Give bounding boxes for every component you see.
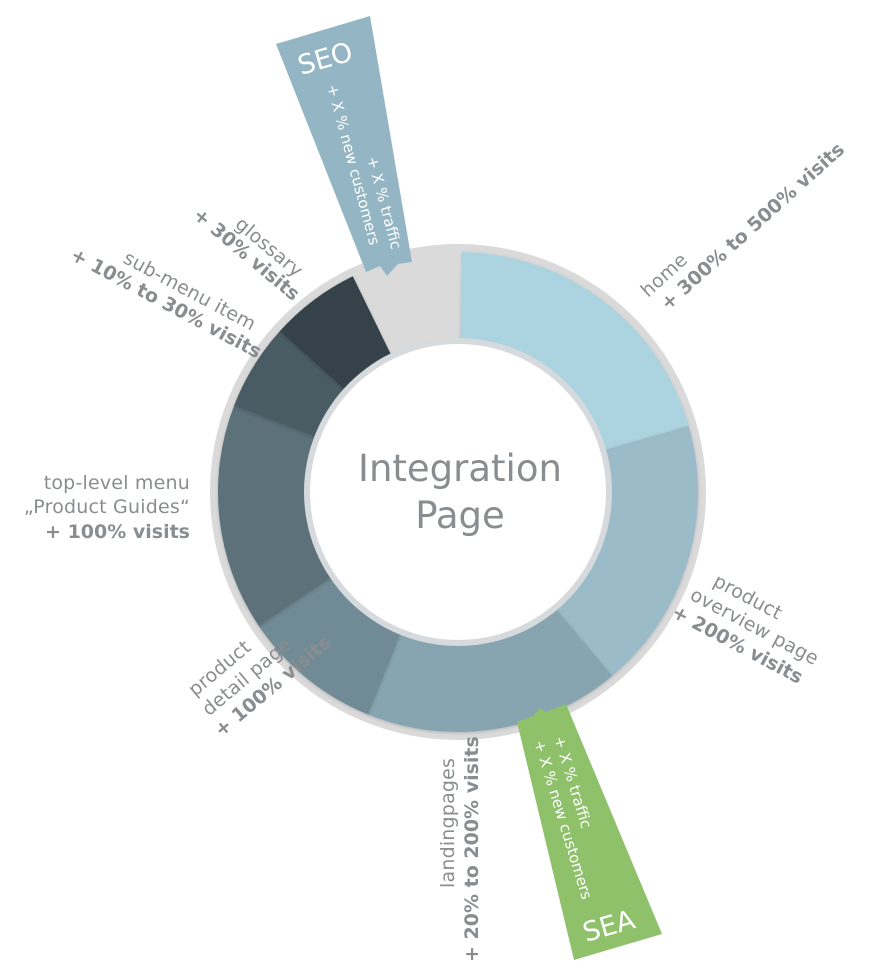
segment-home [460,252,689,451]
label-top-level-line1: top-level menu [44,472,190,494]
inner-disc [310,344,606,640]
label-product-overview: product overview page + 200% visits [668,570,822,689]
center-title-line1: Integration [358,447,562,490]
label-home-value: + 300% to 500% visits [656,139,848,315]
segment-landingpages [368,608,613,732]
label-top-level-menu: top-level menu „Product Guides“ + 100% v… [24,472,190,543]
segment-glossary [279,276,392,391]
label-top-level-line2: „Product Guides“ [24,496,190,518]
ring-segments [218,252,698,732]
label-top-level-value: + 100% visits [45,521,190,543]
segment-sub-menu [233,331,346,438]
label-landingpages-name: landingpages [437,758,459,888]
segment-product-detail [259,576,402,715]
label-landingpages-value: + 20% to 200% visits [461,736,483,962]
seo-tag: SEO + X % traffic + X % new customers [276,16,412,276]
center-title-line2: Page [415,494,505,537]
label-landingpages: landingpages + 20% to 200% visits [437,736,483,962]
sea-tag: SEA + X % traffic + X % new customers [517,704,662,960]
segment-product-overview [555,425,698,676]
segment-top-level-menu [218,405,332,627]
sea-banner [517,704,662,960]
label-home: home + 300% to 500% visits [637,139,849,315]
seo-banner [276,16,412,276]
